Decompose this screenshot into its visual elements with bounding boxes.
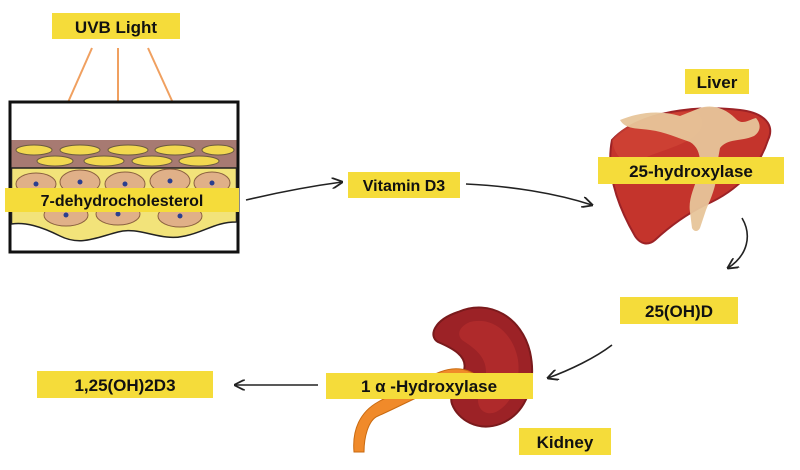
precursor-label: 7-dehydrocholesterol [41, 193, 204, 210]
precursor-label-bg [5, 188, 239, 212]
kidney-label: Kidney [537, 433, 594, 452]
liver-label-bg [685, 69, 749, 94]
product-label: 1,25(OH)2D3 [74, 376, 175, 395]
skin-cross-section [8, 100, 240, 254]
vitamin-d3-label: Vitamin D3 [363, 178, 446, 195]
kidney-enzyme-label-bg [326, 373, 533, 399]
liver-enzyme-label: 25-hydroxylase [629, 162, 753, 181]
metabolite-label-bg [620, 297, 738, 324]
arrow-25ohd-to-kidney [548, 344, 613, 378]
kidney-label-bg [519, 428, 611, 455]
arrow-skin-to-vitd3 [245, 182, 342, 201]
vitamin-d3-label-bg [348, 172, 460, 198]
liver-label: Liver [697, 73, 738, 92]
uvb-label-bg [52, 13, 180, 39]
kidney-enzyme-label: 1 α -Hydroxylase [361, 377, 497, 396]
arrow-liver-to-25ohd [728, 217, 749, 268]
liver-enzyme-label-bg [598, 157, 784, 184]
arrow-vitd3-to-liver [465, 183, 592, 205]
uvb-light-label: UVB Light [75, 18, 157, 37]
metabolite-label: 25(OH)D [645, 302, 713, 321]
product-label-bg [37, 371, 213, 398]
